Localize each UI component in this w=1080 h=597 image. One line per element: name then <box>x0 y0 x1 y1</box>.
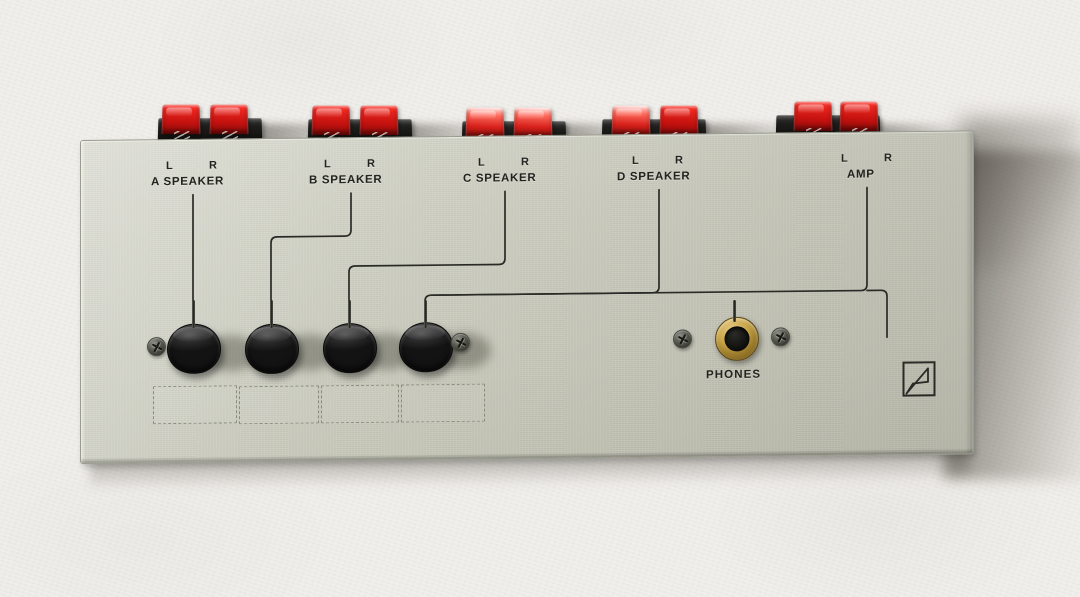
knob-b-shaft <box>270 300 273 328</box>
memo-box-1[interactable] <box>153 385 237 425</box>
terminal-block-label-d: D SPEAKER <box>617 170 691 184</box>
chassis-screw-right-of-phones <box>771 327 790 347</box>
chassis-screw-left <box>147 337 166 357</box>
terminal-lever-c-left[interactable] <box>465 107 505 138</box>
terminal-lever-amp-right[interactable] <box>839 101 879 132</box>
faceplate-right-bevel <box>965 131 973 454</box>
terminal-label-amp-right: R <box>884 152 893 165</box>
knob-c-shaft <box>348 300 351 328</box>
front-faceplate: L R A SPEAKER L R B SPEAKER L R C SPEAKE… <box>80 130 974 464</box>
terminal-label-a-right: R <box>209 159 218 172</box>
phones-jack-shaft <box>733 300 736 322</box>
terminal-label-d-right: R <box>675 154 684 167</box>
terminal-block-label-b: B SPEAKER <box>309 173 383 187</box>
terminal-label-c-right: R <box>521 156 530 169</box>
chassis-screw-left-of-phones <box>673 329 692 349</box>
luxman-logo-icon <box>902 361 936 397</box>
terminal-lever-c-right[interactable] <box>513 107 553 138</box>
terminal-lever-d-left[interactable] <box>611 105 651 136</box>
memo-box-2[interactable] <box>239 385 319 425</box>
terminal-label-a-left: L <box>166 159 174 173</box>
knob-a-shaft <box>192 300 195 328</box>
selector-knob-a[interactable] <box>167 323 221 375</box>
memo-box-4[interactable] <box>401 383 485 423</box>
terminal-label-c-left: L <box>478 156 486 169</box>
phones-jack[interactable] <box>715 316 759 362</box>
selector-knob-d[interactable] <box>399 321 453 373</box>
terminal-lever-b-right[interactable] <box>359 105 399 136</box>
selector-knob-b[interactable] <box>245 323 299 375</box>
terminal-label-b-left: L <box>324 158 332 171</box>
memo-box-3[interactable] <box>321 384 399 424</box>
terminal-lever-a-right[interactable] <box>209 104 249 135</box>
chassis-screw-right-of-knobs <box>451 332 470 352</box>
terminal-lever-a-left[interactable] <box>161 104 201 135</box>
terminal-label-amp-left: L <box>841 152 849 165</box>
terminal-label-b-right: R <box>367 157 376 170</box>
terminal-lever-amp-left[interactable] <box>793 101 833 132</box>
terminal-lever-b-left[interactable] <box>311 105 351 136</box>
faceplate-left-bevel <box>81 140 85 463</box>
terminal-label-d-left: L <box>632 154 640 168</box>
terminal-block-label-a: A SPEAKER <box>151 175 224 189</box>
phones-label: PHONES <box>706 368 762 382</box>
terminal-block-label-amp: AMP <box>847 168 875 181</box>
terminal-lever-d-right[interactable] <box>659 105 699 136</box>
selector-knob-c[interactable] <box>323 322 377 374</box>
terminal-block-label-c: C SPEAKER <box>463 172 537 185</box>
knob-d-shaft <box>424 300 427 328</box>
phones-jack-hole <box>724 326 750 352</box>
